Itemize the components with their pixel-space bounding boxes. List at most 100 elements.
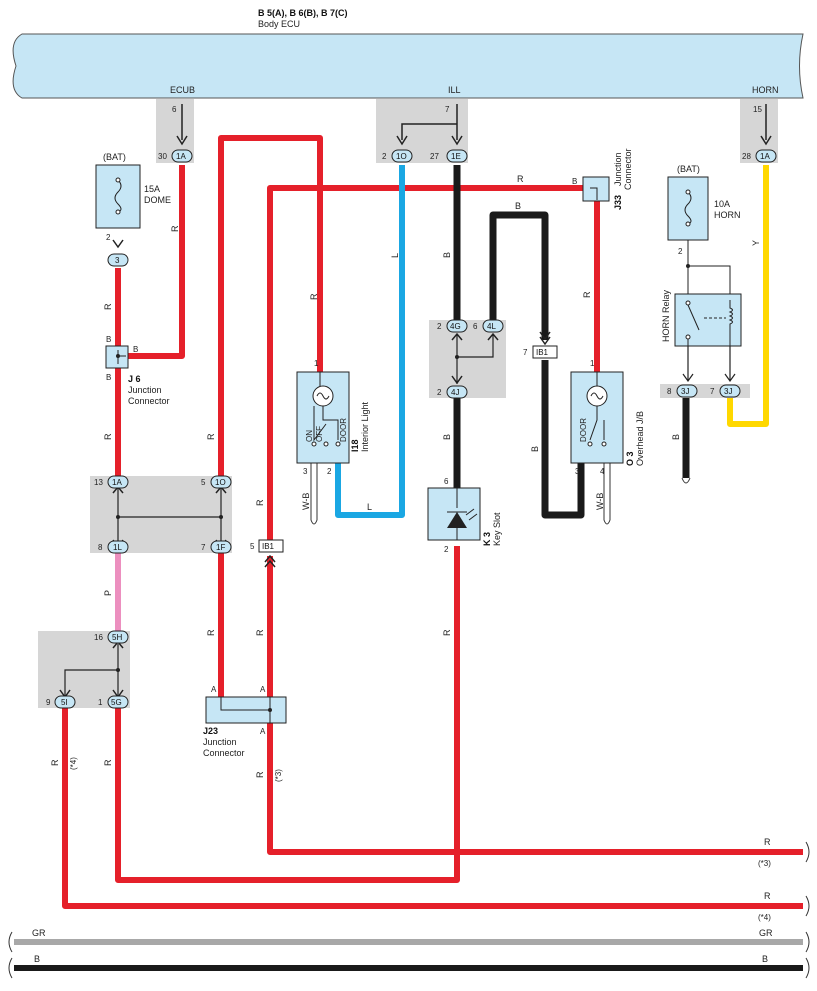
wire-red-5i-out4 <box>62 708 803 909</box>
ecub-pin-pill <box>171 149 193 163</box>
jb2-pill-4j <box>446 385 468 399</box>
j33-pin: B <box>572 177 577 186</box>
horn-code: 1A <box>760 152 770 161</box>
ill-pin-b: 27 <box>430 152 439 161</box>
jb1-code-1f: 1F <box>216 543 225 552</box>
jb2-pill-4g <box>446 319 468 333</box>
j6-id: J 6 <box>128 374 141 384</box>
jb2-code-4j: 4J <box>451 388 459 397</box>
wire-break-gr-left <box>8 931 13 953</box>
o3-pin-l: 3 <box>575 467 580 476</box>
wire-red-5g-keyslot <box>115 546 460 883</box>
jb3-code-5i: 5I <box>61 698 68 707</box>
jb1-pin-5: 5 <box>201 478 206 487</box>
i18-name: Interior Light <box>360 401 370 452</box>
j33-line1: Junction <box>613 152 623 186</box>
j23-line1: Junction <box>203 737 237 747</box>
wire-label-b: B <box>515 201 521 211</box>
ill-num: 7 <box>445 105 450 114</box>
horn-fuse-box <box>667 176 709 241</box>
wire-label-wb: W-B <box>595 493 605 510</box>
wire-label-r: R <box>442 629 452 636</box>
wire-label-r: R <box>103 433 113 440</box>
wire-label-gr-right: GR <box>759 928 773 938</box>
ill-pin-pill-b <box>446 149 468 163</box>
j6-line1: Junction <box>128 385 162 395</box>
wire-label-r: R <box>582 291 592 298</box>
jb1-pin-13: 13 <box>94 478 103 487</box>
j33-connector-box <box>582 176 610 202</box>
dome-pin-code: 3 <box>115 256 120 265</box>
ref-4-left: (*4) <box>69 757 78 770</box>
j6-pin-bottom: B <box>106 373 111 382</box>
o3-name: Overhead J/B <box>635 411 645 466</box>
jb1-pill-1l <box>107 540 129 554</box>
horn-relay-pill-b <box>719 384 741 398</box>
i18-id: I18 <box>350 439 360 452</box>
jb1-pill-1f <box>210 540 232 554</box>
chevron-down-icon <box>112 239 124 249</box>
horn-relay-code-b: 3J <box>724 387 732 396</box>
ecub-num: 6 <box>172 105 177 114</box>
wire-label-r: R <box>50 759 60 766</box>
wire-label-r: R <box>764 891 771 901</box>
j6-line2: Connector <box>128 396 170 406</box>
i18-off: OFF <box>315 426 324 442</box>
wire-label-r: R <box>517 174 524 184</box>
wire-red-j23-out3 <box>267 723 803 855</box>
i18-pin-top: 1 <box>314 359 319 368</box>
jb1-pill-1a <box>107 475 129 489</box>
j6-pin-side: B <box>133 345 138 354</box>
ground-wb-o3 <box>603 463 611 525</box>
wire-label-y: Y <box>751 240 761 246</box>
jb1-pin-7: 7 <box>201 543 206 552</box>
j23-pin-a1: A <box>211 685 217 694</box>
horn-relay-pill-a <box>676 384 698 398</box>
jb2-pin-2: 2 <box>437 322 442 331</box>
ref-3-right: (*3) <box>758 859 771 868</box>
o3-id: O 3 <box>625 451 635 466</box>
ill-pin-a: 2 <box>382 152 387 161</box>
wire-red-1o-interior-light <box>218 135 323 483</box>
horn-relay-name: HORN Relay <box>661 289 671 342</box>
jb1-code-1l: 1L <box>113 543 122 552</box>
ecub-arrow <box>176 104 188 146</box>
wire-break-b-left <box>8 957 13 979</box>
dome-pin-pill <box>107 253 129 267</box>
wire-blue-1o-interior-light <box>335 165 405 518</box>
ill-arrows <box>396 104 463 146</box>
wire-label-r: R <box>206 629 216 636</box>
ib1-right-pin: 7 <box>523 348 528 357</box>
wire-yellow-horn <box>727 165 769 427</box>
ref-3-left: (*3) <box>274 769 283 782</box>
jb3-code-5h: 5H <box>112 633 122 642</box>
wire-break-gr-right <box>805 931 810 953</box>
jb3-code-5g: 5G <box>111 698 122 707</box>
ib1-right-code: IB1 <box>536 348 549 357</box>
jb3-pin-16: 16 <box>94 633 103 642</box>
j23-line2: Connector <box>203 748 245 758</box>
wire-label-wb: W-B <box>301 493 311 510</box>
jb3-pin-9: 9 <box>46 698 51 707</box>
wire-red-j33-ib1 <box>267 185 590 540</box>
junction-block-2 <box>429 320 506 398</box>
ecub-pin: 30 <box>158 152 167 161</box>
fuse-icon <box>114 179 122 213</box>
horn-fuse-name: HORN <box>714 210 741 220</box>
jb2-pin-6: 6 <box>473 322 478 331</box>
ib1-left-pin: 5 <box>250 542 255 551</box>
ecu-terminal-ill: ILL <box>448 85 461 95</box>
wire-label-b: B <box>442 434 452 440</box>
i18-door: DOOR <box>339 418 348 442</box>
wire-label-b-right: B <box>762 954 768 964</box>
ib1-right-box <box>532 345 558 359</box>
jb1-code-1o: 1O <box>215 478 226 487</box>
horn-fuse-source: (BAT) <box>677 164 700 174</box>
ecu-terminal-horn: HORN <box>752 85 779 95</box>
ecu-name: Body ECU <box>258 19 300 29</box>
led-icon <box>447 512 467 528</box>
horn-relay-pin-a: 8 <box>667 387 672 396</box>
wire-black-ib1-overhead <box>541 360 585 519</box>
j23-pin-a3: A <box>260 727 266 736</box>
wire-red-ecub-j6 <box>128 165 185 359</box>
